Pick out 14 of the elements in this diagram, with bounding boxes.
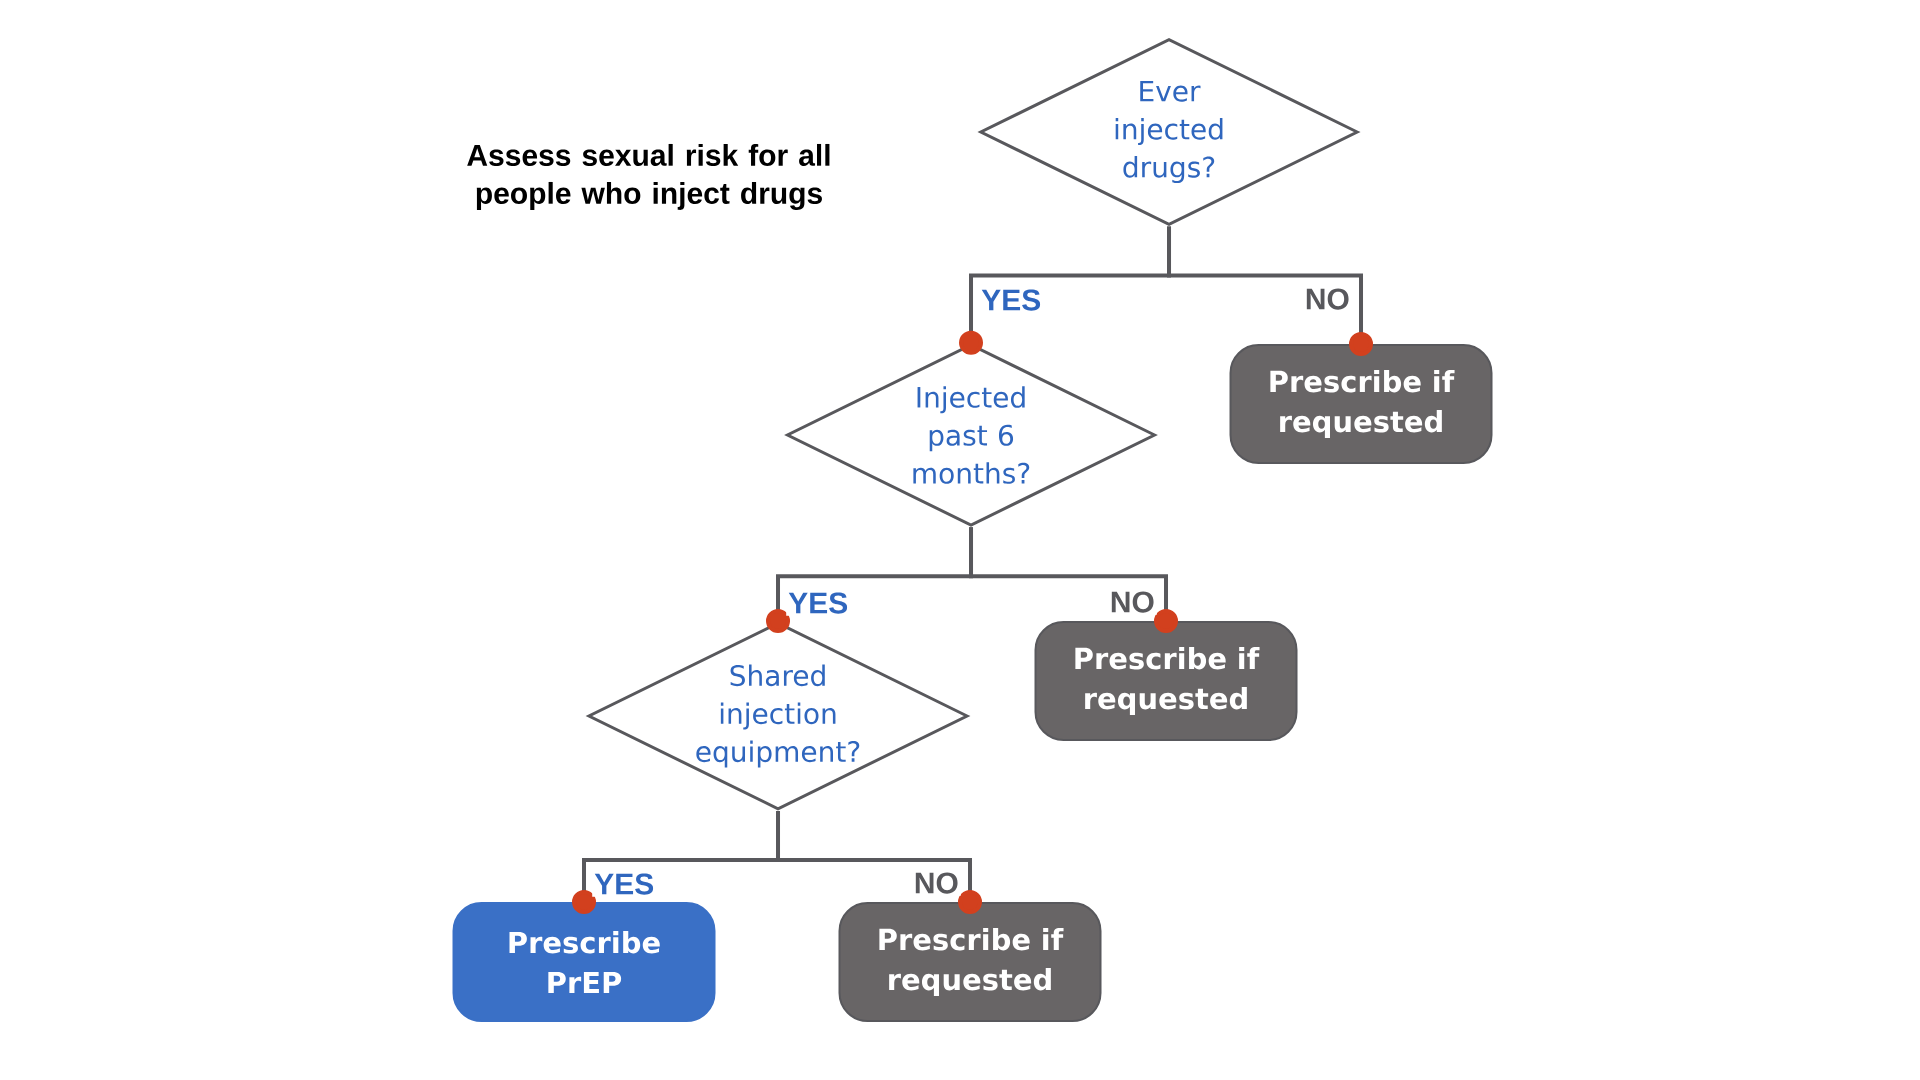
edge-label: YES: [786, 590, 851, 616]
edge-label: NO: [1302, 286, 1352, 312]
outcome-box: Prescribe PrEP: [452, 902, 716, 1022]
edge-label: YES: [979, 287, 1044, 313]
connector: [969, 527, 1178, 633]
connector: [1167, 226, 1373, 356]
edge-label: NO: [911, 870, 961, 896]
edge-label: YES: [592, 871, 657, 897]
connector: [776, 810, 982, 914]
outcome-box: Prescribe if requested: [1229, 344, 1493, 464]
title-text: Assess sexual risk for all people who inject drugs: [467, 143, 830, 211]
outcome-box: Prescribe if requested: [1034, 621, 1298, 741]
edge-label: NO: [1107, 589, 1157, 615]
outcome-box: Prescribe if requested: [838, 902, 1102, 1022]
